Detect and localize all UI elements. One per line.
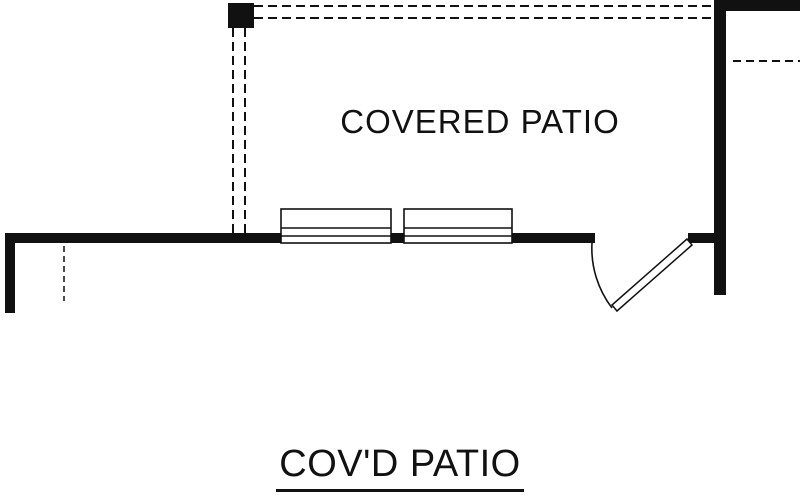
post-projection-dashed-lines <box>232 28 246 233</box>
sheet-title-wrap: COV'D PATIO <box>0 443 800 492</box>
exterior-wall-right <box>714 0 800 295</box>
window-2 <box>403 208 513 244</box>
window-1 <box>280 208 392 244</box>
overhead-beam-dashed-lines <box>254 5 714 19</box>
support-post <box>228 3 254 28</box>
door-leaf <box>610 237 694 313</box>
room-label: COVERED PATIO <box>340 103 620 140</box>
sheet-title: COV'D PATIO <box>276 443 524 492</box>
door-swing-arc <box>591 242 613 309</box>
left-wall-return <box>5 233 15 313</box>
